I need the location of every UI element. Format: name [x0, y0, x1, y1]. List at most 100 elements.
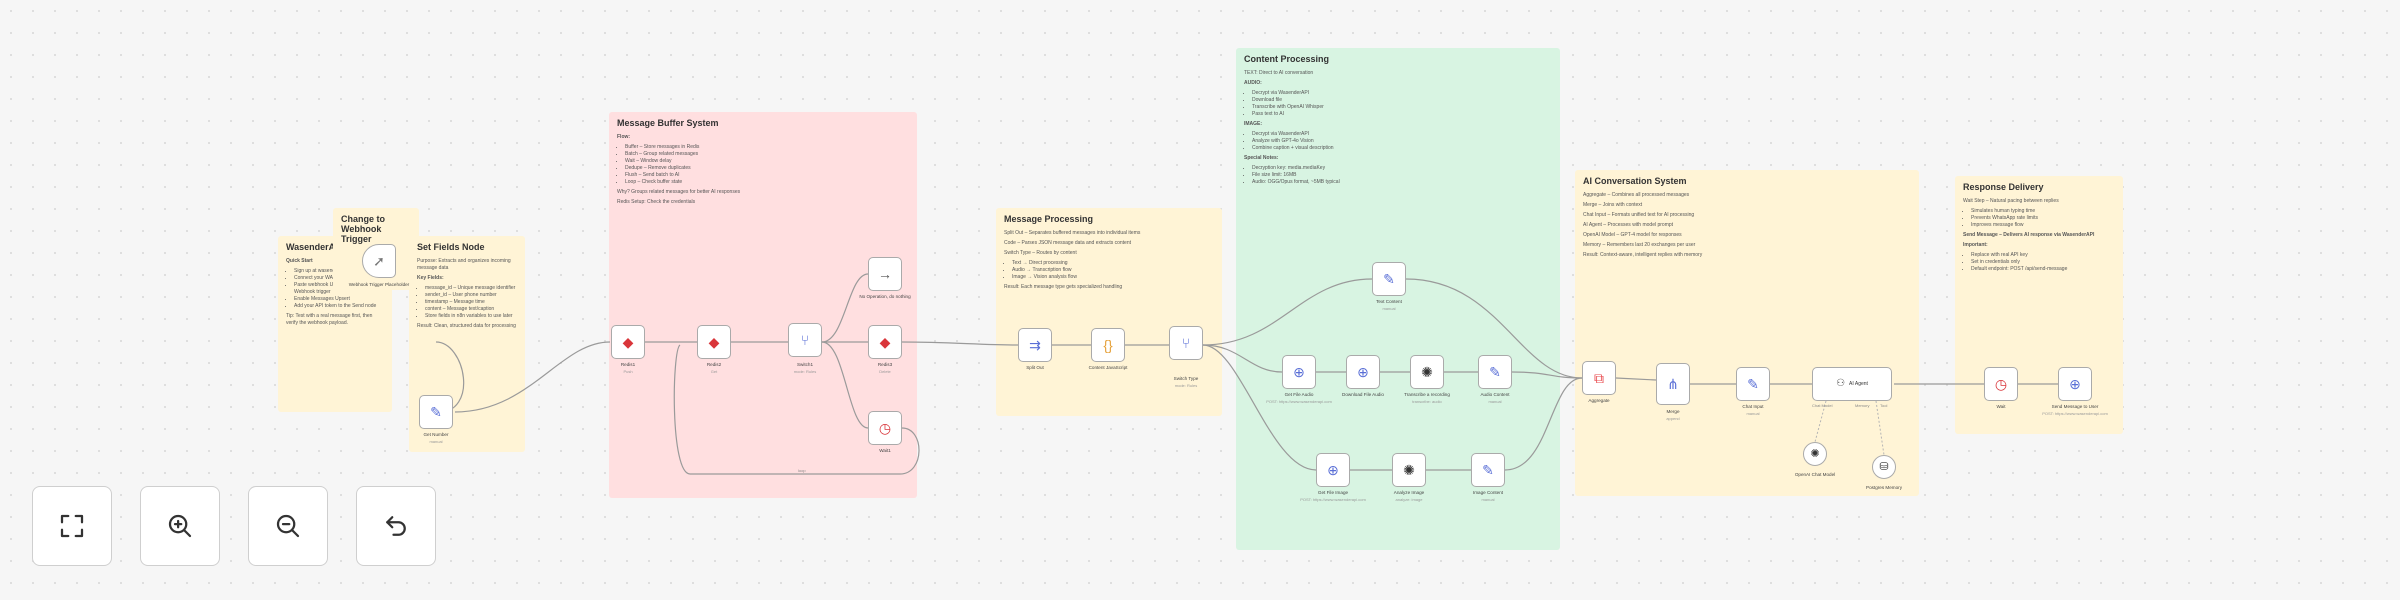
node-merge[interactable]: ⋔	[1656, 363, 1690, 405]
sticky-title: Set Fields Node	[417, 242, 485, 252]
node-analyze-image[interactable]: ✺	[1392, 453, 1426, 487]
sticky-message-processing[interactable]: Message Processing Split Out – Separates…	[996, 208, 1222, 416]
node-redis2[interactable]: ◆	[697, 325, 731, 359]
node-wait[interactable]: ◷	[1984, 367, 2018, 401]
node-label: Redis2	[706, 362, 722, 367]
edge	[901, 341, 1019, 346]
sticky-item: Sign up at wasenderapi.com	[294, 268, 384, 275]
sticky-item: sender_id – User phone number	[425, 292, 517, 299]
sticky-subtitle: Special Notes:	[1244, 155, 1279, 161]
node-redis1[interactable]: ◆	[611, 325, 645, 359]
edge	[454, 341, 611, 413]
node-transcribe[interactable]: ✺	[1410, 355, 1444, 389]
aggregate-icon: ⧉	[1594, 370, 1604, 386]
split-icon: ⇉	[1029, 337, 1041, 353]
zoom-out-button[interactable]	[248, 486, 328, 566]
node-text-content[interactable]: ✎	[1372, 262, 1406, 296]
edge	[1202, 344, 1283, 373]
node-sublabel: mode: Rules	[793, 369, 817, 374]
node-image-content[interactable]: ✎	[1471, 453, 1505, 487]
database-icon: ⛁	[1879, 460, 1889, 473]
sticky-text: Send Message – Delivers AI response via …	[1963, 232, 2095, 238]
node-get-file-audio[interactable]: ⊕	[1282, 355, 1316, 389]
sticky-ai-conversation[interactable]: AI Conversation System Aggregate – Combi…	[1575, 170, 1919, 496]
sticky-item: message_id – Unique message identifier	[425, 285, 517, 292]
node-get-number[interactable]: ✎	[419, 395, 453, 429]
node-chat-input[interactable]: ✎	[1736, 367, 1770, 401]
node-ai-agent[interactable]: ⚇ AI Agent	[1812, 367, 1892, 401]
sticky-item: Wait – Window delay	[625, 158, 909, 165]
node-send-message[interactable]: ⊕	[2058, 367, 2092, 401]
node-aggregate[interactable]: ⧉	[1582, 361, 1616, 395]
sticky-text: Split Out – Separates buffered messages …	[1004, 230, 1141, 236]
node-switch-type[interactable]: ⑂	[1169, 326, 1203, 360]
port-label-tool: Tool	[1880, 403, 1888, 408]
node-code[interactable]: {}	[1091, 328, 1125, 362]
edge	[821, 341, 869, 429]
node-redis3[interactable]: ◆	[868, 325, 902, 359]
node-sublabel: Push	[623, 369, 633, 374]
node-sublabel: append	[1666, 416, 1680, 421]
pencil-icon: ✎	[1747, 376, 1759, 392]
openai-icon: ✺	[1810, 447, 1820, 460]
sticky-title: Response Delivery	[1963, 182, 2044, 192]
node-wait1[interactable]: ◷	[868, 411, 902, 445]
arrow-right-icon: →	[878, 266, 892, 282]
zoom-in-button[interactable]	[140, 486, 220, 566]
sticky-message-buffer[interactable]: Message Buffer System Flow: Buffer – Sto…	[609, 112, 917, 498]
node-get-file-image[interactable]: ⊕	[1316, 453, 1350, 487]
sticky-text: Chat Input – Formats unified text for AI…	[1583, 212, 1695, 218]
node-label: Switch1	[796, 362, 814, 367]
sticky-title: WasenderAPI Setup	[286, 242, 372, 252]
node-label: Redis1	[620, 362, 636, 367]
sticky-subtitle: IMAGE:	[1244, 121, 1263, 127]
node-postgres-memory[interactable]: ⛁	[1872, 455, 1896, 479]
node-download-audio[interactable]: ⊕	[1346, 355, 1380, 389]
sticky-item: content – Message text/caption	[425, 306, 517, 313]
node-webhook-trigger[interactable]: ➚	[362, 244, 396, 278]
fit-view-button[interactable]	[32, 486, 112, 566]
zoom-in-icon	[168, 514, 192, 538]
sticky-item: File size limit: 16MB	[1252, 172, 1552, 179]
openai-icon: ✺	[1403, 462, 1415, 478]
node-sublabel: POST: https://www.wasenderapi.com	[1300, 497, 1366, 502]
sticky-item: Improves message flow	[1971, 222, 2115, 229]
sticky-item: Analyze with GPT-4o Vision	[1252, 138, 1552, 145]
redis-icon: ◆	[622, 334, 634, 350]
sticky-item: Loop – Check buffer state	[625, 179, 909, 186]
node-split-out[interactable]: ⇉	[1018, 328, 1052, 362]
node-openai-model[interactable]: ✺	[1803, 442, 1827, 466]
sticky-text: Purpose: Extracts and organizes incoming…	[417, 258, 511, 271]
node-label: Chat Input	[1742, 404, 1764, 409]
sticky-item: Batch – Group related messages	[625, 151, 909, 158]
reset-zoom-button[interactable]	[356, 486, 436, 566]
sticky-note: Result: Clean, structured data for proce…	[417, 323, 516, 329]
node-switch1[interactable]: ⑂	[788, 323, 822, 357]
merge-icon: ⋔	[1667, 376, 1679, 392]
pencil-icon: ✎	[430, 404, 442, 420]
node-no-operation[interactable]: →	[868, 257, 902, 291]
node-inline-label: AI Agent	[1849, 381, 1868, 387]
node-sublabel: POST: https://www.wasenderapi.com	[2042, 411, 2108, 416]
sticky-item: Pass text to AI	[1252, 111, 1552, 118]
sticky-tip: Tip: Test with a real message first, the…	[286, 313, 373, 326]
sticky-item: Dedupe – Remove duplicates	[625, 165, 909, 172]
edge	[1615, 377, 1657, 381]
sticky-item: Default endpoint: POST /api/send-message	[1971, 266, 2115, 273]
sticky-label: Key Fields:	[417, 275, 444, 281]
sticky-note: Why? Groups related messages for better …	[617, 189, 741, 195]
pencil-icon: ✎	[1482, 462, 1494, 478]
sticky-text: OpenAI Model – GPT-4 model for responses	[1583, 232, 1682, 238]
sticky-response-delivery[interactable]: Response Delivery Wait Step – Natural pa…	[1955, 176, 2123, 434]
openai-icon: ✺	[1421, 364, 1433, 380]
sticky-item: Decrypt via WasenderAPI	[1252, 131, 1552, 138]
node-label: Merge	[1666, 409, 1680, 414]
sticky-text: TEXT: Direct to AI conversation	[1244, 70, 1314, 76]
sticky-item: Store fields in n8n variables to use lat…	[425, 313, 517, 320]
node-label: Image Content	[1472, 490, 1504, 495]
globe-icon: ⊕	[1293, 364, 1305, 380]
node-audio-content[interactable]: ✎	[1478, 355, 1512, 389]
node-sublabel: manual	[1746, 411, 1760, 416]
sticky-item: Transcribe with OpenAI Whisper	[1252, 104, 1552, 111]
edge	[1202, 278, 1373, 346]
